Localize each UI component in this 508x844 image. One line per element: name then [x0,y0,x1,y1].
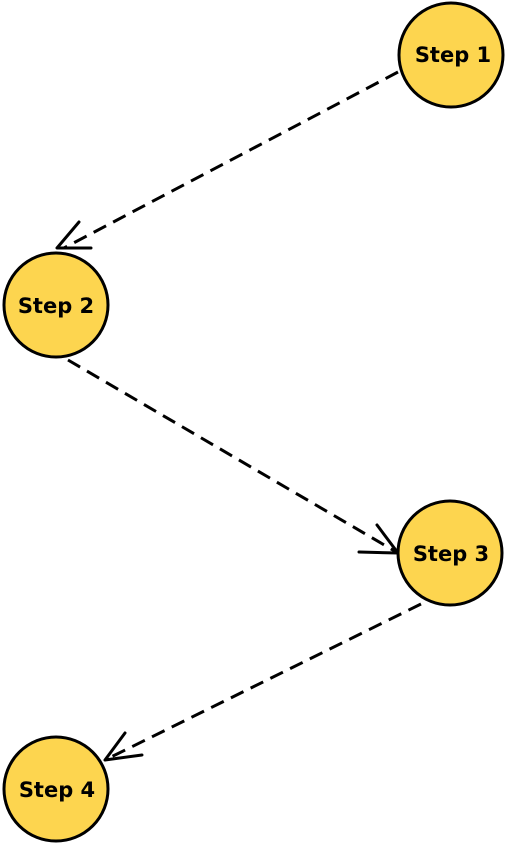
node-label: Step 3 [413,542,489,566]
arrowhead-icon [55,220,93,250]
node-step-1: Step 1 [397,1,505,109]
edge-step2-to-step3 [67,358,400,555]
node-circle [2,735,110,843]
edge-step1-to-step2 [55,70,399,250]
node-circle [2,251,110,359]
node-circle [396,499,504,607]
node-label: Step 2 [18,294,94,318]
node-label: Step 1 [415,43,491,67]
node-circle [397,1,505,109]
node-step-4: Step 4 [2,735,110,843]
node-step-3: Step 3 [396,499,504,607]
node-step-2: Step 2 [2,251,110,359]
node-label: Step 4 [19,778,95,802]
edge-step3-to-step4 [103,602,422,762]
arrowhead-icon [103,731,144,762]
